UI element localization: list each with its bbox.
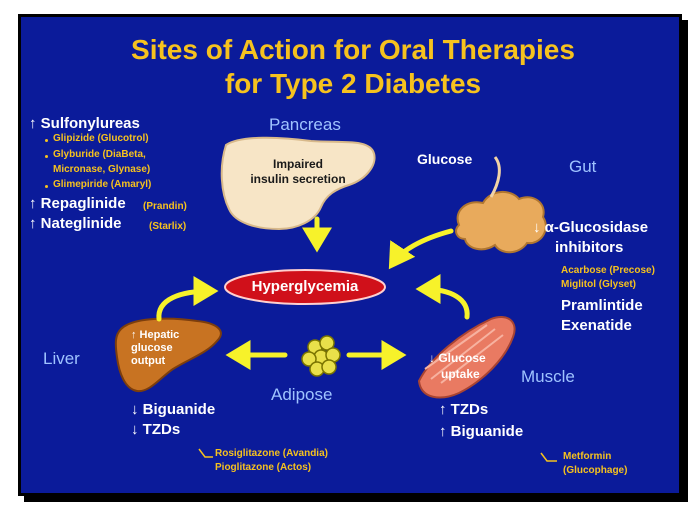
gut-tube	[489, 156, 501, 198]
bullet-1	[45, 139, 48, 142]
liver-text-3: output	[131, 355, 166, 367]
muscle-text-1: ↓ Glucose	[429, 351, 486, 365]
gut-drug-line-1: ↓ α-Glucosidase	[533, 219, 649, 236]
gut-shape	[455, 191, 547, 254]
exenatide: Exenatide	[561, 317, 632, 334]
nateglinide-label: ↑ Nateglinide	[29, 215, 122, 232]
organ-adipose: Adipose	[271, 385, 333, 404]
acarbose: Acarbose (Precose)	[561, 265, 655, 276]
liver-text-2: glucose	[131, 342, 173, 354]
arrow-gut-to-center	[388, 228, 454, 270]
adipose-cluster	[301, 335, 341, 377]
metformin-2: (Glucophage)	[563, 465, 628, 476]
arrow-muscle-up	[415, 274, 470, 320]
miglitol: Miglitol (Glyset)	[561, 279, 636, 290]
metformin-1: Metformin	[563, 451, 612, 462]
bracket-liver	[198, 448, 213, 458]
sulfonylurea-item-2: Glyburide (DiaBeta,	[53, 149, 146, 160]
liver-biguanide: ↓ Biguanide	[131, 401, 216, 418]
hyperglycemia-ellipse	[224, 269, 386, 305]
bullet-2	[45, 155, 48, 158]
pancreas-text-2: insulin secretion	[250, 172, 346, 186]
rosiglitazone: Rosiglitazone (Avandia)	[215, 448, 328, 459]
bracket-muscle	[540, 452, 557, 462]
pancreas-shape	[220, 136, 376, 231]
arrow-liver-up	[156, 276, 219, 322]
gut-drug-line-2: inhibitors	[555, 239, 624, 256]
pancreas-text-1: Impaired	[272, 157, 323, 171]
muscle-shape	[417, 316, 516, 399]
organ-pancreas: Pancreas	[269, 115, 341, 134]
bullet-3	[45, 185, 48, 188]
muscle-text-2: uptake	[441, 367, 480, 381]
organ-muscle: Muscle	[521, 367, 575, 386]
muscle-striations	[424, 324, 504, 384]
sulfonylurea-item-4: Glimepiride (Amaryl)	[53, 179, 152, 190]
title-line-1: Sites of Action for Oral Therapies	[131, 34, 575, 65]
pioglitazone: Pioglitazone (Actos)	[215, 462, 312, 473]
diagram-graphics	[114, 136, 557, 462]
liver-shape	[114, 317, 222, 393]
sulfonylureas-head: ↑ Sulfonylureas	[29, 115, 140, 132]
sulfonylurea-item-1: Glipizide (Glucotrol)	[53, 133, 149, 144]
sulfonylurea-item-3: Micronase, Glynase)	[53, 164, 151, 175]
muscle-biguanide: ↑ Biguanide	[439, 423, 524, 440]
glucose-label: Glucose	[417, 151, 473, 167]
organ-liver: Liver	[43, 349, 80, 368]
organ-gut: Gut	[569, 157, 597, 176]
title-line-2: for Type 2 Diabetes	[224, 68, 482, 99]
slide: Sites of Action for Oral Therapies for T…	[18, 14, 682, 496]
muscle-tzds: ↑ TZDs	[439, 401, 489, 418]
repaglinide-brand: (Prandin)	[143, 201, 187, 212]
pramlintide: Pramlintide	[561, 297, 643, 314]
liver-text-1: ↑ Hepatic	[131, 329, 180, 341]
repaglinide-label: ↑ Repaglinide	[29, 195, 126, 212]
hyperglycemia-label: Hyperglycemia	[251, 278, 359, 295]
liver-tzds: ↓ TZDs	[131, 421, 181, 438]
nateglinide-brand: (Starlix)	[149, 221, 187, 232]
